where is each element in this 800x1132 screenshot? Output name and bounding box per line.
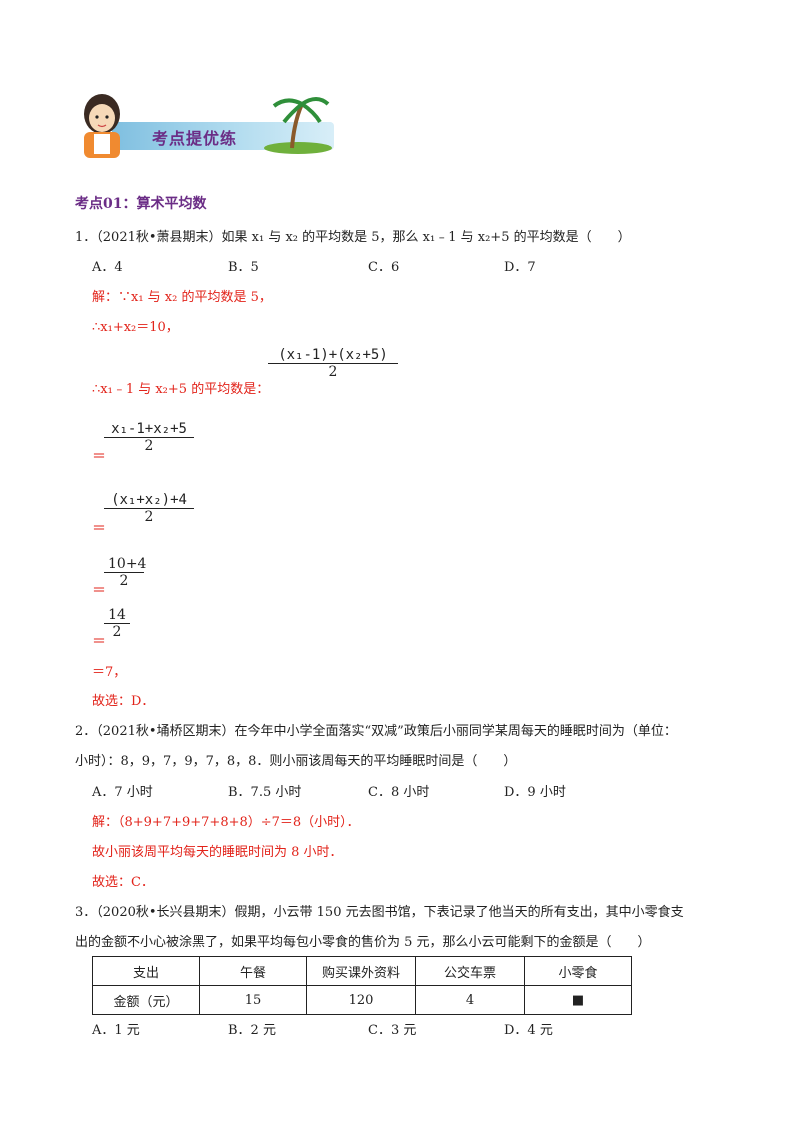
table-header-cell: 小零食 [524,956,632,986]
palm-tree-icon [264,97,332,154]
q2-solution-line1: 解：（8+9+7+9+7+8+8）÷7＝8（小时）． [92,815,360,830]
q2-stem-line2: 小时）：8，9，7，9，7，8，8．则小丽该周每天的平均睡眠时间是（ ） [75,754,517,769]
expense-table: 支出 午餐 购买课外资料 公交车票 小零食 金额（元） 15 120 4 ■ [92,956,632,1015]
q2-option-c: C．8 小时 [368,785,430,800]
q1-option-b: B．5 [228,260,259,275]
q1-result: ＝7， [92,665,127,680]
q1-solution-line1: 解：∵x₁ 与 x₂ 的平均数是 5， [92,290,272,305]
fraction-denominator: 2 [119,573,129,589]
q1-fraction-5: 14 2 [104,607,130,640]
q2-solution-line2: 故小丽该周平均每天的睡眠时间为 8 小时． [92,845,343,860]
q1-fraction-2: x₁-1+x₂+5 2 [104,421,194,454]
q2-stem-line1: 2．（2021秋•埇桥区期末）在今年中小学全面落实“双减”政策后小丽同学某周每天… [75,724,677,739]
q3-stem-line1: 3．（2020秋•长兴县期末）假期，小云带 150 元去图书馆，下表记录了他当天… [75,905,684,920]
fraction-denominator: 2 [144,438,154,454]
equals-sign: ＝ [92,583,106,599]
q3-option-b: B．2 元 [228,1023,276,1038]
q2-option-a: A．7 小时 [92,785,153,800]
q1-option-d: D．7 [504,260,536,275]
q1-answer: 故选：D． [92,694,155,709]
table-header-cell: 支出 [92,956,200,986]
table-header-cell: 公交车票 [415,956,525,986]
equals-sign: ＝ [92,449,106,465]
section-title: 考点01：算术平均数 [75,196,207,212]
q3-option-d: D．4 元 [504,1023,553,1038]
equals-sign: ＝ [92,521,106,537]
table-cell: 4 [415,985,525,1015]
q1-option-c: C．6 [368,260,400,275]
table-header-row: 支出 午餐 购买课外资料 公交车票 小零食 [92,956,632,986]
table-row: 金额（元） 15 120 4 ■ [92,985,632,1015]
q1-fraction-3: (x₁+x₂)+4 2 [104,492,194,525]
table-header-cell: 购买课外资料 [306,956,416,986]
fraction-numerator: x₁-1+x₂+5 [111,421,187,437]
fraction-denominator: 2 [144,509,154,525]
q2-option-b: B．7.5 小时 [228,785,302,800]
banner-title: 考点提优练 [152,129,238,148]
fraction-denominator: 2 [112,624,122,640]
q3-option-c: C．3 元 [368,1023,417,1038]
q1-fraction-1: (x₁-1)+(x₂+5) 2 [268,347,398,380]
table-cell: 120 [306,985,416,1015]
section-banner: 考点提优练 [72,92,334,162]
fraction-denominator: 2 [328,364,338,380]
table-cell: 15 [199,985,307,1015]
q1-fraction-4: 10+4 2 [104,556,147,589]
fraction-numerator: (x₁-1)+(x₂+5) [278,347,388,363]
q1-option-a: A．4 [92,260,123,275]
fraction-numerator: 14 [108,607,126,623]
q1-solution-line2: ∴x₁+x₂＝10， [92,320,179,335]
q3-option-a: A．1 元 [92,1023,140,1038]
table-header-cell: 午餐 [199,956,307,986]
equals-sign: ＝ [92,634,106,650]
table-cell: 金额（元） [92,985,200,1015]
q2-answer: 故选：C． [92,875,154,890]
q2-option-d: D．9 小时 [504,785,566,800]
q1-stem: 1．（2021秋•萧县期末）如果 x₁ 与 x₂ 的平均数是 5，那么 x₁﹣1… [75,230,631,245]
fraction-numerator: 10+4 [108,556,147,572]
table-cell: ■ [524,985,632,1015]
fraction-numerator: (x₁+x₂)+4 [111,492,187,508]
q1-solution-line3: ∴x₁﹣1 与 x₂+5 的平均数是： [92,382,270,397]
girl-illustration-icon [84,94,120,158]
q3-stem-line2: 出的金额不小心被涂黑了，如果平均每包小零食的售价为 5 元，那么小云可能剩下的金… [75,935,651,950]
